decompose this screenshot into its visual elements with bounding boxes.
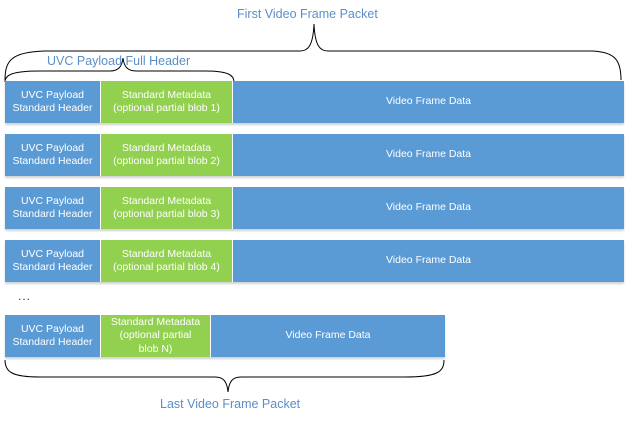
packet-row-2: UVC Payload Standard Header Standard Met… [5, 134, 624, 176]
standard-metadata-cell: Standard Metadata (optional partial blob… [101, 134, 233, 176]
uvc-standard-header-cell: UVC Payload Standard Header [5, 315, 101, 357]
last-packet-caption: Last Video Frame Packet [160, 397, 301, 411]
full-header-caption: UVC Payload Full Header [47, 54, 191, 68]
last-packet-brace [4, 359, 445, 393]
video-frame-data-cell: Video Frame Data [233, 240, 624, 282]
uvc-standard-header-cell: UVC Payload Standard Header [5, 134, 101, 176]
standard-metadata-cell: Standard Metadata (optional partial blob… [101, 240, 233, 282]
uvc-standard-header-cell: UVC Payload Standard Header [5, 81, 101, 123]
video-frame-data-cell: Video Frame Data [233, 134, 624, 176]
standard-metadata-cell: Standard Metadata (optional partial blob… [101, 187, 233, 229]
ellipsis: ... [18, 289, 32, 303]
video-frame-data-cell: Video Frame Data [233, 187, 624, 229]
packet-row-4: UVC Payload Standard Header Standard Met… [5, 240, 624, 282]
uvc-standard-header-cell: UVC Payload Standard Header [5, 240, 101, 282]
standard-metadata-cell: Standard Metadata (optional partial blob… [101, 81, 233, 123]
packet-row-last: UVC Payload Standard Header Standard Met… [5, 315, 445, 357]
first-packet-caption: First Video Frame Packet [237, 7, 378, 21]
standard-metadata-cell: Standard Metadata (optional partial blob… [101, 315, 211, 357]
video-frame-data-cell: Video Frame Data [233, 81, 624, 123]
uvc-standard-header-cell: UVC Payload Standard Header [5, 187, 101, 229]
first-packet-brace [4, 23, 622, 81]
packet-row-3: UVC Payload Standard Header Standard Met… [5, 187, 624, 229]
packet-row-1: UVC Payload Standard Header Standard Met… [5, 81, 624, 123]
video-frame-data-cell: Video Frame Data [211, 315, 445, 357]
